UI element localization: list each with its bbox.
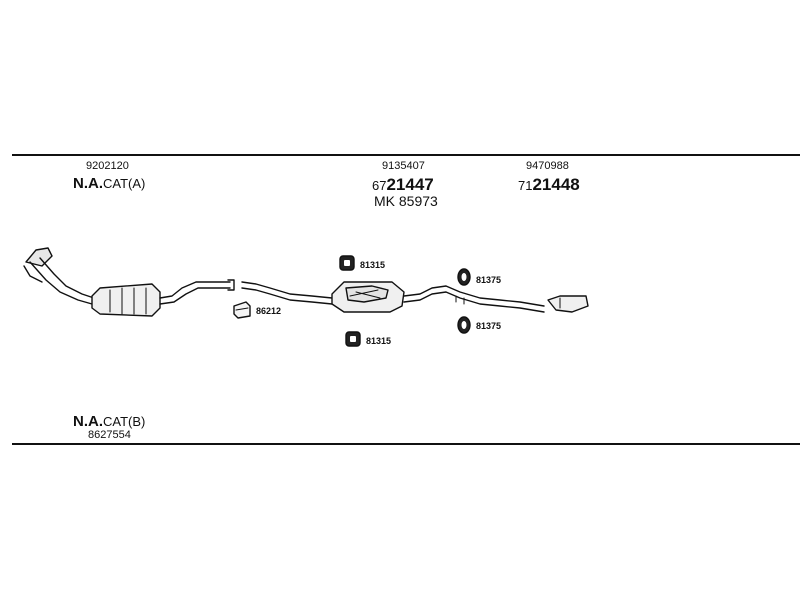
front-pipe-manifold bbox=[23, 247, 95, 305]
hanger-81315-bottom bbox=[345, 331, 361, 347]
rear-pipe bbox=[403, 285, 545, 313]
part-label-81375-bottom: 81375 bbox=[476, 321, 502, 331]
middle-kit-main: 21447 bbox=[386, 175, 434, 194]
cat-b-title-rest: CAT(B) bbox=[103, 414, 146, 429]
part-label-81315-bottom: 81315 bbox=[366, 336, 392, 346]
intermediate-pipe bbox=[241, 281, 333, 305]
clamp-86212 bbox=[233, 301, 251, 319]
middle-kit-prefix: 67 bbox=[372, 178, 387, 193]
cat-a-title: N.A.CAT(A) bbox=[73, 176, 145, 191]
bottom-divider-line bbox=[12, 443, 800, 445]
ring-81375-top bbox=[457, 268, 471, 286]
hanger-81315-top bbox=[339, 255, 355, 271]
right-kit-number: 7121448 bbox=[518, 176, 580, 193]
cat-b-part-code: 8627554 bbox=[88, 429, 131, 441]
part-label-86212: 86212 bbox=[256, 306, 282, 316]
cat-a-part-code: 9202120 bbox=[86, 160, 129, 172]
middle-kit-number: 6721447 bbox=[372, 176, 434, 193]
part-label-81375-top: 81375 bbox=[476, 275, 502, 285]
tail-pipe bbox=[547, 295, 589, 313]
middle-mk-code: MK 85973 bbox=[374, 193, 438, 209]
right-part-code: 9470988 bbox=[526, 160, 569, 172]
ring-81375-bottom bbox=[457, 316, 471, 334]
catalytic-converter bbox=[91, 279, 235, 317]
part-label-81315-top: 81315 bbox=[360, 260, 386, 270]
middle-part-code: 9135407 bbox=[382, 160, 425, 172]
middle-silencer bbox=[331, 281, 405, 313]
cat-a-title-rest: CAT(A) bbox=[103, 176, 146, 191]
right-kit-main: 21448 bbox=[532, 175, 580, 194]
right-kit-prefix: 71 bbox=[518, 178, 533, 193]
top-divider-line bbox=[12, 154, 800, 156]
cat-b-title-bold: N.A. bbox=[73, 413, 103, 430]
cat-a-title-bold: N.A. bbox=[73, 175, 103, 192]
cat-b-title: N.A.CAT(B) bbox=[73, 414, 145, 429]
